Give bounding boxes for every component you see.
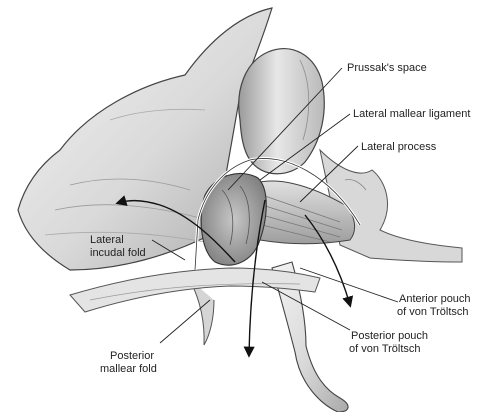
manubrium-drawing bbox=[189, 261, 349, 412]
prussaks-space-drawing bbox=[200, 172, 267, 266]
lateral-mallear-ligament-drawing bbox=[249, 180, 356, 245]
label-lateral-mallear-ligament: Lateral mallear ligament bbox=[353, 108, 470, 120]
arrow-anterior-pouch bbox=[304, 214, 354, 308]
label-anterior-pouch-line1: Anterior pouch bbox=[399, 293, 471, 305]
arrow-posterior-pouch bbox=[243, 199, 266, 358]
arrow-lateral-incudal bbox=[115, 195, 236, 263]
posterior-mallear-fold-drawing bbox=[69, 267, 321, 313]
label-lateral-process: Lateral process bbox=[361, 141, 437, 153]
label-lateral-incudal-fold-line1: Lateral bbox=[90, 234, 124, 246]
malleus-head-drawing bbox=[238, 48, 325, 175]
label-posterior-pouch-line1: Posterior pouch bbox=[351, 330, 428, 342]
label-prussaks-space: Prussak's space bbox=[347, 62, 427, 74]
label-lateral-incudal-fold-line2: incudal fold bbox=[90, 247, 146, 259]
label-anterior-pouch-line2: of von Tröltsch bbox=[397, 306, 469, 318]
anterior-process-drawing bbox=[319, 148, 463, 263]
label-posterior-mallear-fold-line1: Posterior bbox=[110, 350, 154, 362]
leader-lines bbox=[151, 67, 399, 344]
label-posterior-pouch-line2: of von Tröltsch bbox=[349, 343, 421, 355]
label-posterior-mallear-fold-line2: mallear fold bbox=[100, 363, 157, 375]
